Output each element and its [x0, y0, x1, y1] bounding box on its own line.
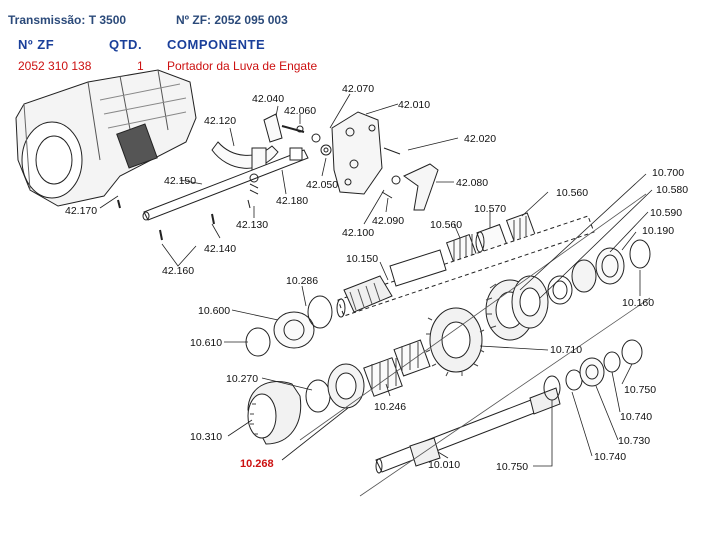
gear-10710	[425, 307, 485, 377]
lever-plate	[403, 163, 439, 211]
callout-10310[interactable]: 10.310	[190, 431, 222, 443]
circlip-10160	[629, 239, 651, 269]
assembly-axis-line-2	[359, 297, 651, 497]
callout-42050[interactable]: 42.050	[306, 179, 338, 191]
callout-10190[interactable]: 10.190	[642, 225, 674, 237]
bolt-42020	[383, 147, 401, 155]
callout-10590[interactable]: 10.590	[650, 207, 682, 219]
callout-10740-left[interactable]: 10.740	[594, 451, 626, 463]
callout-42100[interactable]: 42.100	[342, 227, 374, 239]
callout-42010[interactable]: 42.010	[398, 99, 430, 111]
callout-10270[interactable]: 10.270	[226, 373, 258, 385]
output-shaft	[375, 387, 561, 474]
callout-42150[interactable]: 42.150	[164, 175, 196, 187]
bearing-10600	[273, 311, 315, 349]
column-header-component: COMPONENTE	[167, 37, 266, 52]
washer-10740-upper	[603, 351, 621, 373]
callout-42120[interactable]: 42.120	[204, 115, 236, 127]
callout-10268-highlighted[interactable]: 10.268	[240, 458, 274, 470]
callout-10750-left[interactable]: 10.750	[496, 461, 528, 473]
callout-42170[interactable]: 42.170	[65, 205, 97, 217]
circlip-10750-upper	[621, 339, 643, 365]
pin-42090	[381, 191, 393, 199]
callout-42140[interactable]: 42.140	[204, 243, 236, 255]
callout-10570[interactable]: 10.570	[474, 203, 506, 215]
callout-10600[interactable]: 10.600	[198, 305, 230, 317]
callout-10560-lower[interactable]: 10.560	[430, 219, 462, 231]
assembly-axis-line	[299, 193, 647, 441]
callout-10610[interactable]: 10.610	[190, 337, 222, 349]
callout-10740-right[interactable]: 10.740	[620, 411, 652, 423]
cover-plate	[331, 111, 383, 195]
column-header-quantity: QTD.	[109, 37, 143, 52]
quantity-cell: 1	[137, 59, 144, 73]
column-header-part-number: Nº ZF	[18, 37, 55, 52]
callout-10010[interactable]: 10.010	[428, 459, 460, 471]
washer-42050	[391, 175, 401, 185]
callout-42180[interactable]: 42.180	[276, 195, 308, 207]
bearing-10730	[579, 357, 605, 387]
shift-rod	[142, 147, 309, 221]
leader-lines	[99, 93, 653, 467]
callout-labels: 42.170 42.040 42.060 42.070 42.010 42.12…	[65, 83, 688, 473]
callout-10710[interactable]: 10.710	[550, 344, 582, 356]
callout-42070[interactable]: 42.070	[342, 83, 374, 95]
callout-10580[interactable]: 10.580	[656, 184, 688, 196]
ring-10590	[547, 275, 573, 305]
callout-10246[interactable]: 10.246	[374, 401, 406, 413]
transmission-housing	[15, 69, 197, 207]
callout-10150[interactable]: 10.150	[346, 253, 378, 265]
bearing-10190	[571, 247, 625, 293]
shift-fork	[211, 113, 283, 173]
synchro-ring-10270	[305, 379, 331, 413]
clutch-hub-10310	[247, 381, 302, 445]
ring-10610	[245, 327, 271, 357]
part-number-cell: 2052 310 138	[18, 59, 92, 73]
callout-42040[interactable]: 42.040	[252, 93, 284, 105]
callout-42080[interactable]: 42.080	[456, 177, 488, 189]
callout-42130[interactable]: 42.130	[236, 219, 268, 231]
needle-bearing-2	[505, 212, 537, 244]
callout-42090[interactable]: 42.090	[372, 215, 404, 227]
callout-10750-right[interactable]: 10.750	[624, 384, 656, 396]
component-cell[interactable]: Portador da Luva de Engate	[167, 59, 318, 73]
zf-number-label: Nº ZF: 2052 095 003	[176, 13, 288, 27]
callout-42160[interactable]: 42.160	[162, 265, 194, 277]
callout-10560-upper[interactable]: 10.560	[556, 187, 588, 199]
callout-42020[interactable]: 42.020	[464, 133, 496, 145]
callout-42060[interactable]: 42.060	[284, 105, 316, 117]
transmission-label: Transmissão: T 3500	[8, 13, 127, 27]
detent-parts	[117, 125, 332, 241]
callout-10286[interactable]: 10.286	[286, 275, 318, 287]
callout-10730[interactable]: 10.730	[618, 435, 650, 447]
callout-10700[interactable]: 10.700	[652, 167, 684, 179]
callout-10160[interactable]: 10.160	[622, 297, 654, 309]
circlip-10286	[307, 295, 333, 329]
coupling-sleeve-10268	[327, 363, 365, 409]
main-shaft	[336, 215, 595, 318]
